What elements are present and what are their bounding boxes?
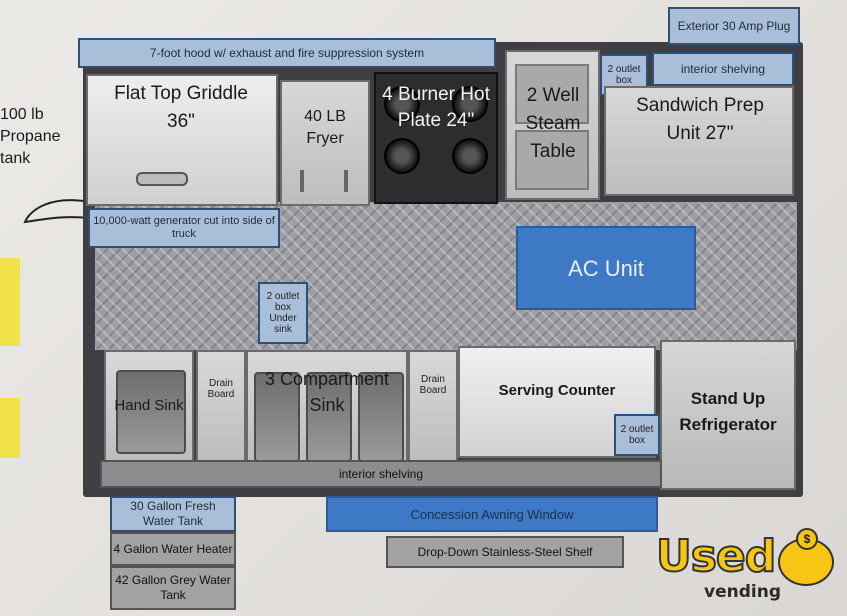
hot-plate: 4 Burner Hot Plate 24" xyxy=(374,72,498,204)
three-compartment-sink: 3 Compartment Sink xyxy=(246,350,408,462)
logo-main-text: Used xyxy=(655,531,777,583)
piggy-bank-icon: $ xyxy=(778,528,834,586)
fryer-basket-left xyxy=(300,170,304,192)
dollar-coin-icon: $ xyxy=(796,528,818,550)
drain-board-left-label: Drain Board xyxy=(207,378,235,400)
fryer-label: 40 LB Fryer xyxy=(304,108,346,147)
stand-up-refrigerator: Stand Up Refrigerator xyxy=(660,340,796,490)
sandwich-prep-unit: Sandwich Prep Unit 27" xyxy=(604,86,794,196)
refrigerator-label: Stand Up Refrigerator xyxy=(679,389,777,434)
used-vending-logo: Used vending $ xyxy=(655,528,840,610)
interior-shelving-bottom: interior shelving xyxy=(100,460,662,488)
sink-basin-2 xyxy=(306,372,352,462)
hand-sink-basin xyxy=(116,370,186,454)
propane-hose xyxy=(23,199,91,224)
griddle-label: Flat Top Griddle 36" xyxy=(114,83,248,132)
steam-well-top xyxy=(515,64,589,124)
drop-down-shelf: Drop-Down Stainless-Steel Shelf xyxy=(386,536,624,568)
exterior-plug-label: Exterior 30 Amp Plug xyxy=(668,7,800,45)
hand-sink-label: Hand Sink xyxy=(114,397,184,414)
outlet-box-under-sink: 2 outlet box Under sink xyxy=(258,282,308,344)
interior-shelving-top: interior shelving xyxy=(652,52,794,86)
drain-board-right-label: Drain Board xyxy=(419,374,447,396)
sink-basin-1 xyxy=(254,372,300,462)
flat-top-griddle: Flat Top Griddle 36" xyxy=(86,74,278,206)
burner-icon xyxy=(384,86,420,122)
outlet-box-counter: 2 outlet box xyxy=(614,414,660,456)
fryer: 40 LB Fryer xyxy=(280,80,370,206)
burner-icon xyxy=(452,86,488,122)
generator-label: 10,000-watt generator cut into side of t… xyxy=(88,208,280,248)
grey-water-tank: 42 Gallon Grey Water Tank xyxy=(110,566,236,610)
hand-sink: Hand Sink xyxy=(104,350,194,462)
water-heater: 4 Gallon Water Heater xyxy=(110,532,236,566)
compartment-sink-label: 3 Compartment Sink xyxy=(264,369,390,415)
propane-tank-label: 100 lb Propane tank xyxy=(0,106,61,167)
steam-table: 2 Well Steam Table xyxy=(505,50,600,200)
griddle-handle xyxy=(136,172,188,186)
steam-table-label: 2 Well Steam Table xyxy=(525,85,581,162)
fryer-basket-right xyxy=(344,170,348,192)
ac-unit: AC Unit xyxy=(516,226,696,310)
sandwich-prep-label: Sandwich Prep Unit 27" xyxy=(636,95,764,144)
burner-icon xyxy=(384,138,420,174)
steam-well-bottom xyxy=(515,130,589,190)
hood-label: 7-foot hood w/ exhaust and fire suppress… xyxy=(78,38,496,68)
yellow-tab-bottom xyxy=(0,398,20,458)
burner-icon xyxy=(452,138,488,174)
yellow-tab-top xyxy=(0,258,20,346)
drain-board-right: Drain Board xyxy=(408,350,458,462)
serving-counter-label: Serving Counter xyxy=(498,382,616,399)
logo-sub-text: vending xyxy=(704,582,781,602)
concession-awning-window: Concession Awning Window xyxy=(326,496,658,532)
hot-plate-label: 4 Burner Hot Plate 24" xyxy=(382,84,490,131)
fresh-water-tank: 30 Gallon Fresh Water Tank xyxy=(110,496,236,532)
drain-board-left: Drain Board xyxy=(196,350,246,462)
